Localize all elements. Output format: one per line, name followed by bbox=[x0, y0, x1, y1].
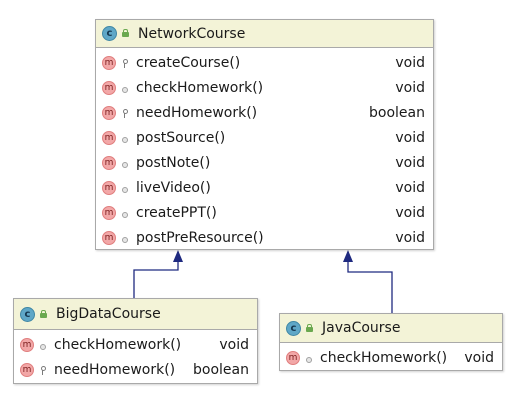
arrowhead-java bbox=[343, 250, 353, 262]
public-visibility-icon bbox=[120, 207, 128, 219]
method-list: m checkHomework() void bbox=[280, 343, 502, 370]
class-icon: c bbox=[102, 26, 117, 41]
method-icon: m bbox=[102, 180, 116, 195]
method-return-type: void bbox=[395, 179, 425, 196]
method-name: checkHomework() bbox=[54, 336, 182, 353]
method-icon: m bbox=[102, 130, 116, 145]
method-icon: m bbox=[102, 80, 116, 95]
method-row[interactable]: m checkHomework() void bbox=[280, 345, 502, 370]
method-return-type: void bbox=[464, 349, 494, 366]
method-row[interactable]: m liveVideo() void bbox=[96, 175, 433, 200]
public-visibility-icon bbox=[120, 182, 128, 194]
arrowhead-bigdata bbox=[173, 250, 183, 262]
method-row[interactable]: m checkHomework() void bbox=[14, 332, 257, 357]
method-name: checkHomework() bbox=[320, 349, 448, 366]
method-name: checkHomework() bbox=[136, 79, 264, 96]
public-visibility-icon bbox=[39, 309, 48, 319]
method-row[interactable]: m createPPT() void bbox=[96, 200, 433, 225]
method-name: postPreResource() bbox=[136, 229, 264, 246]
method-return-type: boolean bbox=[369, 104, 425, 121]
method-return-type: boolean bbox=[193, 361, 249, 378]
public-visibility-icon bbox=[120, 232, 128, 244]
method-icon: m bbox=[102, 205, 116, 220]
method-return-type: void bbox=[219, 336, 249, 353]
method-return-type: void bbox=[395, 204, 425, 221]
public-visibility-icon bbox=[304, 352, 312, 364]
method-name: postSource() bbox=[136, 129, 226, 146]
method-return-type: void bbox=[395, 79, 425, 96]
class-name: JavaCourse bbox=[322, 320, 401, 336]
method-row[interactable]: m createCourse() void bbox=[96, 50, 433, 75]
method-icon: m bbox=[102, 55, 116, 70]
arrow-bigdata-to-network bbox=[133, 258, 179, 298]
method-return-type: void bbox=[395, 129, 425, 146]
class-header: c NetworkCourse bbox=[96, 20, 433, 48]
method-return-type: void bbox=[395, 54, 425, 71]
method-row[interactable]: m postSource() void bbox=[96, 125, 433, 150]
arrow-java-to-network bbox=[347, 258, 393, 313]
class-header: c BigDataCourse bbox=[14, 299, 257, 330]
method-return-type: void bbox=[395, 154, 425, 171]
public-visibility-icon bbox=[305, 323, 314, 333]
method-name: createPPT() bbox=[136, 204, 217, 221]
method-row[interactable]: m needHomework() boolean bbox=[96, 100, 433, 125]
method-icon: m bbox=[102, 230, 116, 245]
class-icon: c bbox=[20, 306, 35, 322]
class-box-java-course[interactable]: c JavaCourse m checkHomework() void bbox=[279, 313, 503, 371]
method-name: needHomework() bbox=[136, 104, 258, 121]
public-visibility-icon bbox=[120, 82, 128, 94]
protected-visibility-icon bbox=[38, 364, 46, 376]
method-name: liveVideo() bbox=[136, 179, 211, 196]
protected-visibility-icon bbox=[120, 107, 128, 119]
class-header: c JavaCourse bbox=[280, 314, 502, 343]
method-list: m checkHomework() void m needHomework() … bbox=[14, 330, 257, 382]
class-name: NetworkCourse bbox=[138, 25, 246, 42]
method-icon: m bbox=[102, 105, 116, 120]
method-icon: m bbox=[286, 350, 300, 365]
method-icon: m bbox=[102, 155, 116, 170]
public-visibility-icon bbox=[38, 339, 46, 351]
method-icon: m bbox=[20, 337, 34, 352]
class-box-network-course[interactable]: c NetworkCourse m createCourse() void m … bbox=[95, 19, 434, 250]
method-row[interactable]: m postPreResource() void bbox=[96, 225, 433, 250]
method-name: needHomework() bbox=[54, 361, 176, 378]
method-icon: m bbox=[20, 362, 34, 377]
method-return-type: void bbox=[395, 229, 425, 246]
class-box-big-data-course[interactable]: c BigDataCourse m checkHomework() void m… bbox=[13, 298, 258, 384]
method-list: m createCourse() void m checkHomework() … bbox=[96, 48, 433, 250]
method-name: createCourse() bbox=[136, 54, 241, 71]
public-visibility-icon bbox=[120, 157, 128, 169]
method-row[interactable]: m postNote() void bbox=[96, 150, 433, 175]
protected-visibility-icon bbox=[120, 57, 128, 69]
public-visibility-icon bbox=[121, 29, 130, 38]
public-visibility-icon bbox=[120, 132, 128, 144]
method-name: postNote() bbox=[136, 154, 211, 171]
class-name: BigDataCourse bbox=[56, 306, 161, 322]
method-row[interactable]: m checkHomework() void bbox=[96, 75, 433, 100]
method-row[interactable]: m needHomework() boolean bbox=[14, 357, 257, 382]
class-icon: c bbox=[286, 320, 301, 336]
